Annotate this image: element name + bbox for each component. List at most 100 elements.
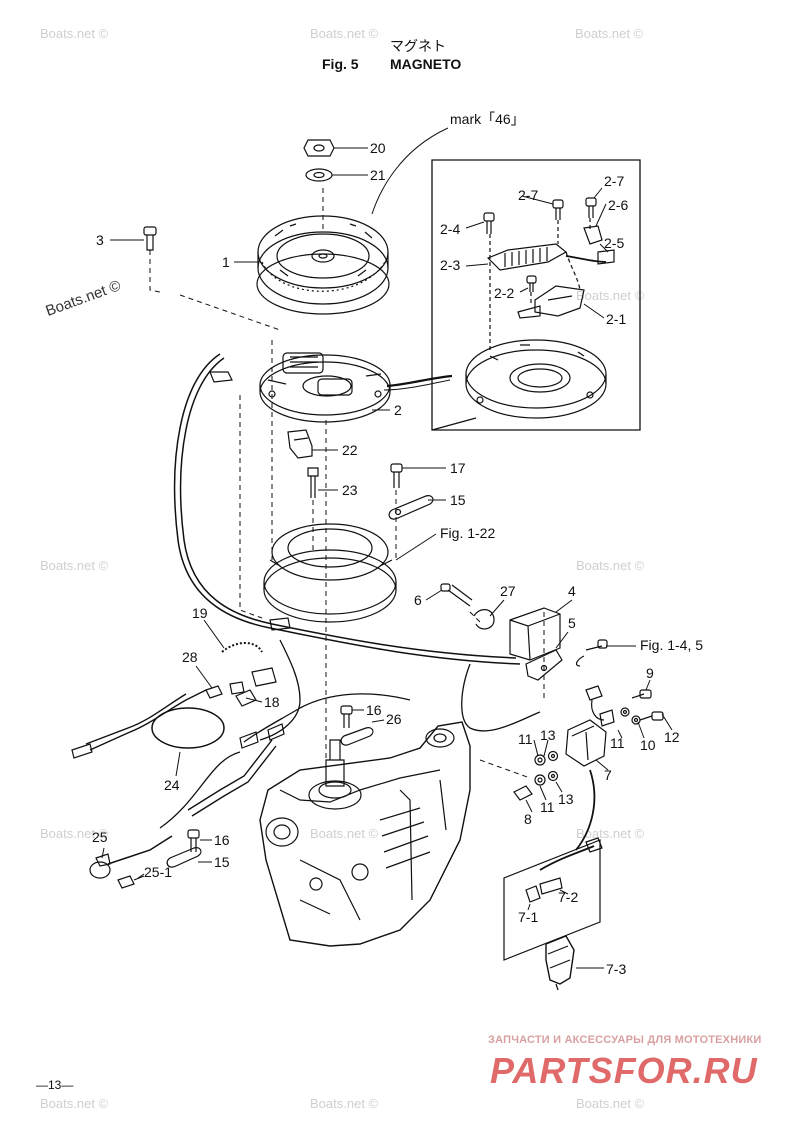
label-8: 8 <box>524 811 532 827</box>
label-26: 26 <box>386 711 402 727</box>
label-12: 12 <box>664 729 680 745</box>
watermark: Boats.net © <box>40 826 109 841</box>
label-20: 20 <box>370 140 386 156</box>
stator-base-part-2 <box>259 352 391 423</box>
bracket-part-22 <box>287 429 313 459</box>
label-21: 21 <box>370 167 386 183</box>
cdi-unit-part-4 <box>509 607 561 661</box>
collar-part-8 <box>513 785 533 801</box>
label-18: 18 <box>264 694 280 710</box>
screw-part-16-upper <box>340 705 353 728</box>
label-2-6: 2-6 <box>608 197 628 213</box>
watermark: Boats.net © <box>576 1096 645 1111</box>
label-fig-1-4-5: Fig. 1-4, 5 <box>640 637 703 653</box>
label-2-3: 2-3 <box>440 257 460 273</box>
plug-cap-part-7-1 <box>525 877 563 903</box>
watermark: Boats.net © <box>310 1096 379 1111</box>
label-16b: 16 <box>214 832 230 848</box>
logo-subtitle: ЗАПЧАСТИ И АКСЕССУАРЫ ДЛЯ МОТОТЕХНИКИ <box>488 1034 762 1046</box>
flywheel-part-1 <box>256 215 390 315</box>
label-fig-1-22: Fig. 1-22 <box>440 525 495 541</box>
screw-part-23 <box>307 467 319 498</box>
watermark: Boats.net © <box>576 288 645 303</box>
watermark: Boats.net © <box>40 1096 109 1111</box>
label-25: 25 <box>92 829 108 845</box>
bolt-part-3 <box>143 226 157 251</box>
inset-wire-2-5 <box>565 249 615 265</box>
label-2-5: 2-5 <box>604 235 624 251</box>
label-2-7a: 2-7 <box>604 173 624 189</box>
label-11c: 11 <box>540 799 555 815</box>
screw-part-17 <box>390 463 403 488</box>
watermark: Boats.net © <box>40 558 109 573</box>
flywheel-cover-plate <box>263 523 397 623</box>
label-9: 9 <box>646 665 654 681</box>
plate-part-15-lower <box>166 847 202 868</box>
bolt-part-6 <box>440 583 473 607</box>
leader-lines <box>101 127 673 969</box>
label-25-1: 25-1 <box>144 864 172 880</box>
terminal-part-25-1 <box>117 875 145 889</box>
plug-cap-part-7-3 <box>545 935 575 991</box>
label-13a: 13 <box>540 727 556 743</box>
inset-stator <box>465 339 607 419</box>
page-number: —13— <box>36 1078 74 1092</box>
label-2-1: 2-1 <box>606 311 626 327</box>
label-22: 22 <box>342 442 358 458</box>
plate-part-26 <box>340 727 374 746</box>
label-10: 10 <box>640 737 656 753</box>
watermark: Boats.net © <box>40 26 109 41</box>
inset-pulser-coil-2-1 <box>517 285 585 319</box>
label-2-2: 2-2 <box>494 285 514 301</box>
partsfor-logo: PARTSFOR.RU <box>490 1050 758 1091</box>
label-4: 4 <box>568 583 576 599</box>
label-2-4: 2-4 <box>440 221 460 237</box>
label-15b: 15 <box>214 854 230 870</box>
label-27: 27 <box>500 583 516 599</box>
label-7-2: 7-2 <box>558 889 578 905</box>
wire-part-19 <box>221 642 263 653</box>
label-7-1: 7-1 <box>518 909 538 925</box>
label-7-3: 7-3 <box>606 961 626 977</box>
clamp-part-27 <box>473 609 495 630</box>
inset-clamp-2-6 <box>583 225 603 245</box>
figure-title: MAGNETO <box>390 56 462 72</box>
screw-part-16-lower <box>187 829 200 852</box>
callout-labels: mark「46」 20 21 3 1 2 2-7 2-7 2-6 2-4 2-5… <box>92 111 703 977</box>
ignition-bolts-9-10-12 <box>620 689 664 725</box>
watermark: Boats.net © <box>576 558 645 573</box>
alignment-lines <box>149 188 545 779</box>
label-28: 28 <box>182 649 198 665</box>
label-11b: 11 <box>610 735 625 751</box>
figure-number: Fig. 5 <box>322 56 359 72</box>
nut-part-20 <box>303 139 335 157</box>
label-2: 2 <box>394 402 402 418</box>
washer-part-21 <box>305 168 333 182</box>
label-5: 5 <box>568 615 576 631</box>
watermark: Boats.net © <box>576 826 645 841</box>
inset-screws <box>483 197 597 292</box>
crankcase-block <box>259 721 471 947</box>
label-16: 16 <box>366 702 382 718</box>
label-17: 17 <box>450 460 466 476</box>
inset-charge-coil-2-3 <box>486 243 568 271</box>
label-mark: mark「46」 <box>450 111 525 127</box>
ignition-coil-part-7 <box>565 685 615 767</box>
label-1: 1 <box>222 254 230 270</box>
japanese-title: マグネト <box>390 38 446 54</box>
inset-box <box>431 159 641 431</box>
label-24: 24 <box>164 777 180 793</box>
label-15: 15 <box>450 492 466 508</box>
label-11a: 11 <box>518 731 533 747</box>
washers-part-11-13 <box>534 750 559 786</box>
bolt-fig-1-4-5 <box>575 639 608 667</box>
label-3: 3 <box>96 232 104 248</box>
watermark: Boats.net © <box>575 26 644 41</box>
label-7: 7 <box>604 767 612 783</box>
label-19: 19 <box>192 605 208 621</box>
sensor-part-25 <box>89 835 173 879</box>
label-23: 23 <box>342 482 358 498</box>
label-13b: 13 <box>558 791 574 807</box>
watermark: Boats.net © <box>310 826 379 841</box>
